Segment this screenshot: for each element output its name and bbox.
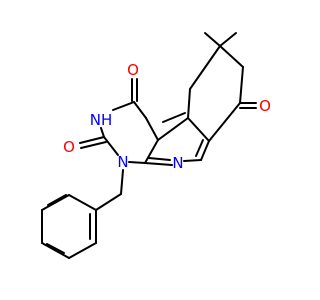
atom-n-benzyl: N — [117, 153, 128, 171]
atom-nh: NH — [90, 111, 113, 129]
bond-c-c-ring-2 — [157, 117, 189, 141]
bond-ph-6 — [68, 194, 97, 211]
bond-ring-top — [189, 45, 221, 90]
bond-ph-3 — [41, 242, 70, 259]
bond-ring-right — [239, 66, 244, 104]
bond-c-nbenzyl — [103, 136, 119, 156]
atom-o-upper: O — [127, 61, 139, 79]
bond-ch-c-inner — [195, 139, 204, 157]
bond-nring-ch — [183, 159, 202, 162]
bond-c-c-carbonyl — [133, 101, 147, 119]
atom-o-ketone: O — [259, 97, 271, 115]
atom-label-layer: O NH O N N O — [63, 61, 271, 172]
bond-fused-inner — [162, 112, 186, 123]
molecule-structure: O NH O N N O — [41, 32, 271, 259]
bond-nh-c — [100, 127, 105, 138]
bond-c-c-fused-1 — [144, 139, 159, 164]
bond-c-nring — [144, 162, 173, 166]
bond-layer — [41, 32, 257, 259]
bond-c-o-left-1 — [79, 136, 105, 144]
bond-c-c-ring — [187, 117, 210, 142]
bond-c-c-fused-2 — [145, 117, 159, 141]
bond-methyl-1 — [204, 32, 221, 47]
bond-methyl-2 — [219, 32, 237, 47]
bond-ch2-phenyl — [95, 193, 122, 211]
bond-ring-top-left — [187, 88, 191, 119]
bond-ch-c — [200, 140, 210, 161]
atom-o-left: O — [63, 138, 75, 156]
bond-ring-bottom — [208, 102, 241, 142]
bond-nbenzyl-c — [128, 161, 146, 164]
bond-c-nh — [112, 101, 135, 111]
bond-c-o-left-2 — [80, 141, 107, 149]
bond-ring-top-right — [219, 45, 244, 68]
bond-n-ch2 — [120, 169, 124, 195]
atom-n-ring: N — [172, 154, 183, 172]
bond-c-nring-2 — [148, 157, 171, 161]
bond-ph-inner-2 — [46, 243, 65, 254]
bond-ph-inner-3 — [47, 194, 67, 206]
bond-ph-5 — [41, 194, 70, 211]
bond-ph-2 — [68, 242, 97, 259]
